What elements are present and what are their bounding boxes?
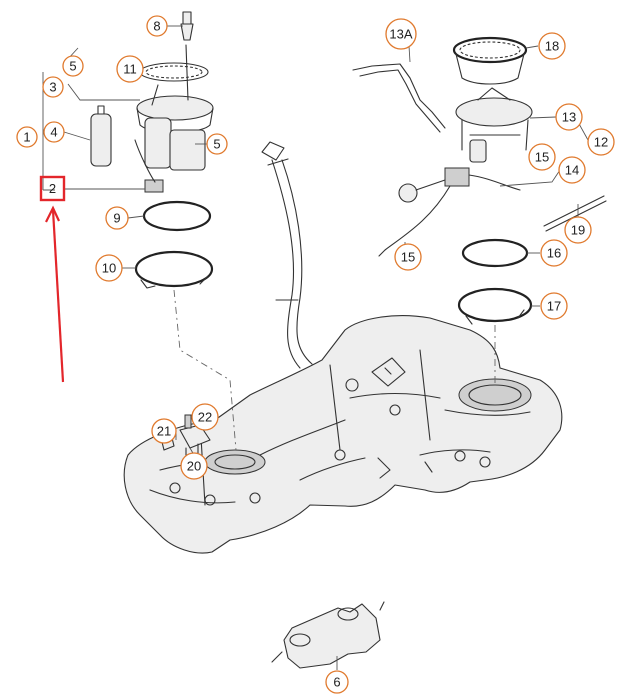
callout-13: 13 (555, 103, 583, 131)
callout-19: 19 (564, 216, 592, 244)
seal-ring-9 (142, 200, 212, 232)
callout-17: 17 (540, 292, 568, 320)
callout-10-label: 10 (102, 261, 116, 276)
filler-neck (261, 141, 313, 369)
lock-ring-11 (139, 62, 209, 82)
vent-pipe-13a (352, 63, 446, 133)
callout-13a: 13A (385, 18, 417, 50)
lock-ring-10 (134, 250, 214, 288)
callout-5-top: 5 (62, 55, 84, 77)
highlight-arrow (45, 205, 65, 383)
callout-19-label: 19 (571, 223, 585, 238)
callout-5-right: 5 (206, 133, 228, 155)
callout-4-label: 4 (50, 125, 57, 140)
callout-8-label: 8 (153, 19, 160, 34)
callout-15-upper-label: 15 (535, 150, 549, 165)
fuel-pump-assembly (134, 44, 214, 193)
lock-ring-10-tabs (140, 275, 209, 289)
callout-6-label: 6 (333, 675, 340, 690)
lock-ring-17-tabs (465, 309, 525, 325)
callout-21-label: 21 (157, 424, 171, 439)
callout-2-label: 2 (49, 181, 56, 196)
fuel-tank (123, 315, 563, 554)
callout-9: 9 (105, 206, 129, 230)
bolt-22 (184, 414, 192, 429)
callout-18: 18 (538, 32, 566, 60)
seal-ring-16 (461, 238, 529, 268)
callout-3-label: 3 (49, 80, 56, 95)
inline-filter-6 (271, 601, 385, 669)
callout-1: 1 (16, 126, 38, 148)
callout-9-label: 9 (113, 211, 120, 226)
callout-8: 8 (146, 15, 168, 37)
callout-21: 21 (151, 418, 177, 444)
highlight-box (39, 175, 66, 202)
callout-10: 10 (95, 254, 123, 282)
callout-15-lower-label: 15 (401, 250, 415, 265)
callout-3: 3 (42, 76, 64, 98)
leader-lines (42, 25, 589, 670)
callout-16-label: 16 (547, 246, 561, 261)
lock-ring-18 (452, 36, 528, 64)
callout-13-label: 13 (562, 110, 576, 125)
callout-16: 16 (540, 239, 568, 267)
callout-14: 14 (558, 156, 586, 184)
lock-ring-18-body (455, 53, 525, 85)
callout-14-label: 14 (565, 163, 579, 178)
callout-22: 22 (191, 403, 219, 431)
callout-5-top-label: 5 (69, 59, 76, 74)
level-sender-15 (378, 167, 521, 257)
callout-4: 4 (43, 121, 65, 143)
callout-20-label: 20 (187, 459, 201, 474)
sender-flange-13 (455, 87, 533, 163)
callout-18-label: 18 (545, 39, 559, 54)
fuel-filter (90, 105, 112, 167)
lock-ring-17 (457, 287, 533, 323)
callout-2: 2 (39, 175, 66, 202)
callout-15-upper: 15 (528, 143, 556, 171)
lock-ring-11-teeth (145, 65, 203, 79)
callout-5-right-label: 5 (213, 137, 220, 152)
lock-ring-18-teeth (459, 41, 521, 59)
axis-left (173, 289, 237, 451)
callout-20: 20 (180, 452, 208, 480)
callout-1-label: 1 (23, 130, 30, 145)
callout-6: 6 (325, 670, 349, 694)
cable-tie-19 (543, 195, 607, 232)
callout-12-label: 12 (594, 135, 608, 150)
pressure-valve (180, 11, 194, 41)
callout-11-label: 11 (123, 62, 137, 77)
callout-12: 12 (587, 128, 615, 156)
callout-17-label: 17 (547, 299, 561, 314)
callout-13a-label: 13A (389, 27, 412, 42)
callout-15-lower: 15 (394, 243, 422, 271)
callout-22-label: 22 (198, 410, 212, 425)
callout-11: 11 (116, 55, 144, 83)
